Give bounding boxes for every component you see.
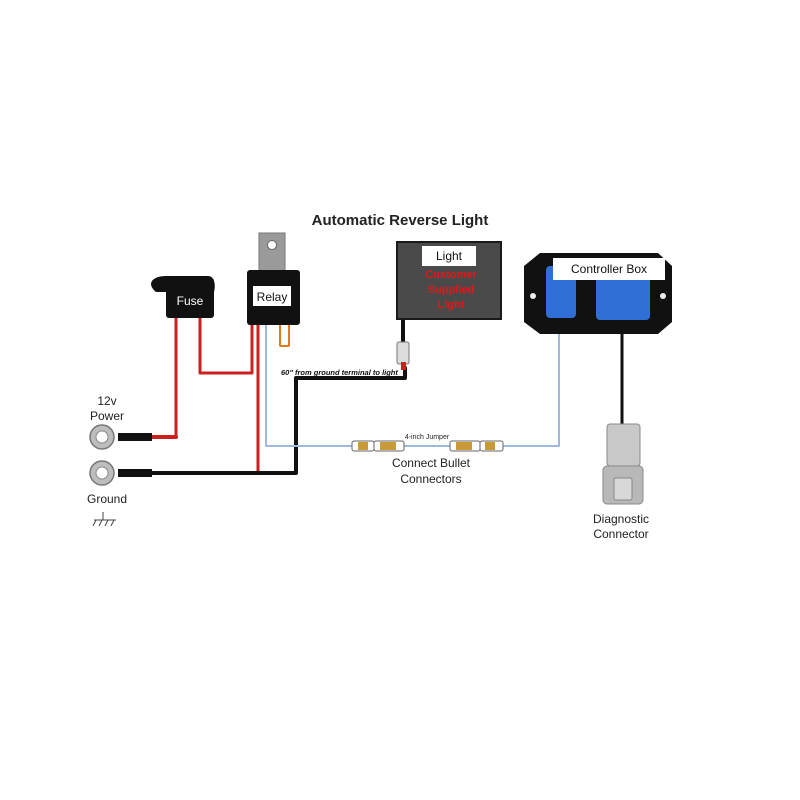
controller-port-right (596, 268, 650, 320)
customer-light: Light Customer Supplied Light (396, 241, 502, 370)
distance-note: 60" from ground terminal to light (281, 368, 398, 377)
fuse-label: Fuse (177, 294, 204, 308)
diagnostic-label-line1: Diagnostic (593, 512, 649, 526)
power-terminal-group: 12v Power (89, 394, 152, 450)
wires (148, 314, 624, 475)
power-label-line2: Power (90, 409, 124, 423)
ring-terminal-icon (89, 460, 152, 486)
power-label-line1: 12v (97, 394, 116, 408)
controller-box: Controller Box (524, 253, 672, 334)
relay-orange-terminal (279, 323, 290, 347)
controller-box-label: Controller Box (571, 262, 647, 276)
black-wire-ground (148, 366, 407, 475)
customer-label-line3: Light (438, 299, 465, 311)
red-wire-power-to-fuse (148, 314, 178, 439)
blue-wire-relay-to-bullet (265, 321, 353, 447)
jumper-label: 4-inch Jumper (405, 434, 450, 441)
blue-wire-bullet-to-controller (502, 315, 560, 447)
red-wire-fuse-to-relay (198, 314, 254, 375)
relay-label: Relay (257, 290, 288, 304)
ring-terminal-icon (89, 424, 152, 450)
ground-symbol-icon (92, 512, 116, 527)
light-connector-icon (396, 341, 410, 370)
fuse-holder: Fuse (151, 276, 215, 318)
bullet-label-line2: Connectors (400, 472, 461, 486)
diagnostic-label-line2: Connector (593, 527, 648, 541)
relay-mount-tab (258, 232, 286, 276)
customer-label-line2: Supplied (428, 284, 474, 296)
ground-label: Ground (87, 492, 127, 506)
light-label-box (422, 246, 476, 266)
diagnostic-connector-icon (602, 423, 644, 505)
light-label: Light (436, 249, 463, 263)
customer-label-line1: Customer (425, 269, 477, 281)
ground-terminal-group: Ground (87, 460, 152, 527)
fuse-label-box (171, 291, 209, 311)
relay-mount-hole (267, 240, 277, 250)
relay-label-box (253, 286, 291, 306)
bullet-label-line1: Connect Bullet (392, 456, 471, 470)
controller-label-box (553, 258, 665, 280)
relay: Relay (247, 232, 300, 325)
diagram-title: Automatic Reverse Light (312, 212, 489, 229)
bullet-connector-left-icon (351, 440, 405, 452)
bullet-connector-right-icon (449, 440, 504, 452)
